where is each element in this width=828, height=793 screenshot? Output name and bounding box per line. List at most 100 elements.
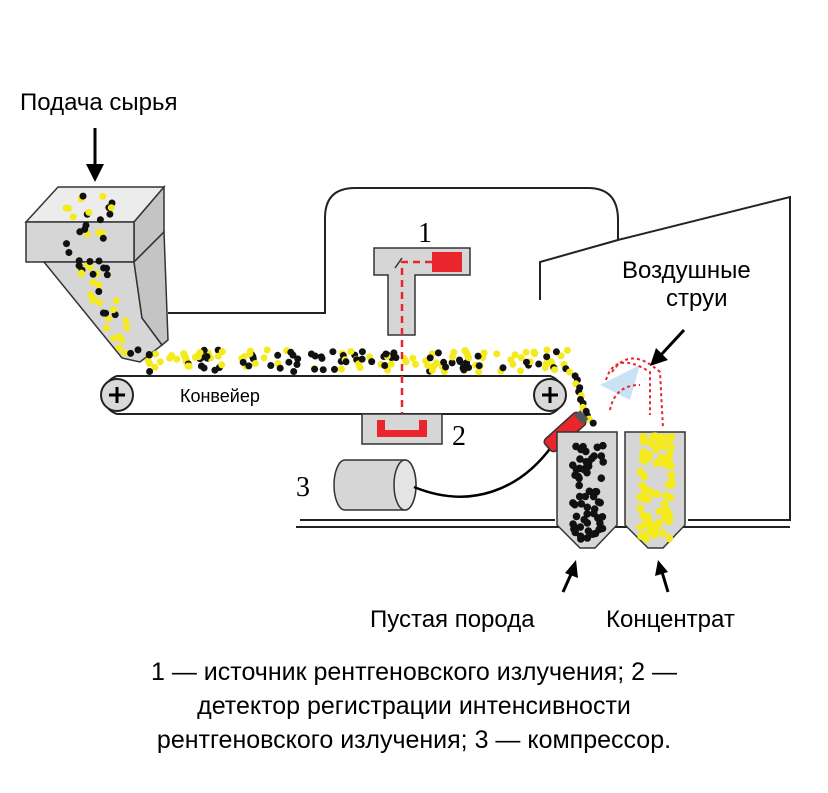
ore-particle [651, 527, 660, 536]
air-jet [600, 357, 664, 429]
ore-particle [428, 366, 436, 374]
ore-particle [69, 213, 77, 221]
rock-particle [342, 358, 350, 366]
ore-particle [640, 451, 648, 460]
ore-particle [110, 334, 117, 342]
rock-particle [499, 364, 507, 372]
ore-particle [347, 348, 355, 355]
ore-particle [185, 362, 193, 370]
xray-beam [400, 260, 432, 425]
rock-particle [582, 463, 591, 471]
waste-rock-arrow [561, 560, 578, 593]
ore-particle [96, 299, 104, 306]
ore-particle [95, 281, 103, 289]
ore-particle [551, 366, 559, 374]
ore-particle [517, 367, 524, 375]
rock-particle [572, 465, 581, 474]
ore-particle [246, 350, 254, 358]
rock-particle [574, 472, 583, 481]
ore-particle [251, 360, 259, 367]
rock-particle [89, 270, 97, 278]
ore-particle [531, 350, 539, 358]
feed-arrow [86, 128, 104, 182]
rock-particle [599, 458, 607, 466]
ore-particle [218, 361, 226, 369]
rock-particle [245, 362, 253, 370]
ore-particle [465, 354, 473, 362]
rock-particle [200, 364, 208, 372]
rock-particle [579, 442, 587, 451]
ore-particle [646, 437, 654, 446]
ore-particle [102, 324, 110, 332]
concentrate-label: Концентрат [606, 606, 735, 633]
ore-particle [666, 513, 674, 522]
caption-line-3: рентгеновского излучения; 3 — компрессор… [156, 726, 672, 754]
rock-particle [75, 257, 83, 265]
ore-particle [260, 354, 268, 362]
rock-particle [203, 353, 211, 360]
rock-particle [569, 499, 577, 507]
rock-particle [595, 525, 603, 534]
ore-particle [640, 457, 649, 466]
rock-particle [294, 355, 302, 363]
ore-particle [104, 315, 112, 323]
concentrate-arrow [655, 560, 670, 593]
ore-particle [566, 368, 574, 376]
rock-particle [575, 492, 584, 501]
ore-particle [638, 481, 646, 490]
rock-particle [523, 358, 530, 366]
rock-particle [86, 258, 94, 265]
rock-particle [329, 348, 337, 356]
rock-particle [358, 355, 366, 363]
rock-particle [103, 264, 111, 272]
rock-particle [583, 510, 591, 518]
ore-particle [168, 352, 176, 360]
ore-particle [412, 360, 419, 368]
ore-particle [637, 532, 645, 540]
rock-particle [543, 353, 551, 361]
hopper-particles [62, 192, 142, 357]
ore-particle [636, 504, 644, 513]
ore-particle [667, 470, 676, 479]
rock-particle [597, 452, 606, 460]
rock-particle [319, 366, 327, 374]
ore-particle [214, 352, 222, 360]
rock-particle [368, 358, 376, 366]
ore-particle [511, 351, 519, 359]
rock-particle [276, 364, 284, 372]
rock-particle [597, 474, 606, 483]
ore-particle [660, 502, 669, 511]
ore-particle [240, 353, 248, 361]
bin-particles [569, 432, 676, 543]
ore-particle [99, 192, 107, 200]
rock-particle [311, 352, 319, 360]
ore-particle [424, 362, 432, 369]
ore-particle [115, 344, 123, 352]
rock-particle [577, 535, 585, 543]
detector-number: 2 [452, 421, 466, 452]
rock-particle [442, 363, 450, 371]
conveyor-label: Конвейер [180, 386, 260, 406]
compressor [333, 459, 417, 511]
ore-particle [493, 350, 501, 358]
rock-particle [146, 368, 154, 375]
ore-particle [87, 291, 95, 299]
rock-particle [285, 358, 293, 366]
ore-particle [647, 520, 656, 529]
xray-source-number: 1 [418, 218, 432, 249]
ore-particle [151, 363, 159, 371]
ore-particle [146, 360, 154, 368]
ore-particle [655, 507, 663, 516]
caption-line-1: 1 — источник рентгеновского излучения; 2… [151, 658, 677, 686]
rock-particle [95, 257, 103, 265]
rock-particle [274, 351, 282, 359]
ore-particle [337, 365, 345, 373]
rock-particle [594, 514, 602, 522]
ore-particle [89, 279, 97, 286]
ore-particle [85, 208, 93, 216]
ore-particle [402, 358, 410, 366]
rock-particle [95, 288, 103, 295]
rock-particle [65, 249, 73, 256]
rock-particle [535, 360, 543, 368]
